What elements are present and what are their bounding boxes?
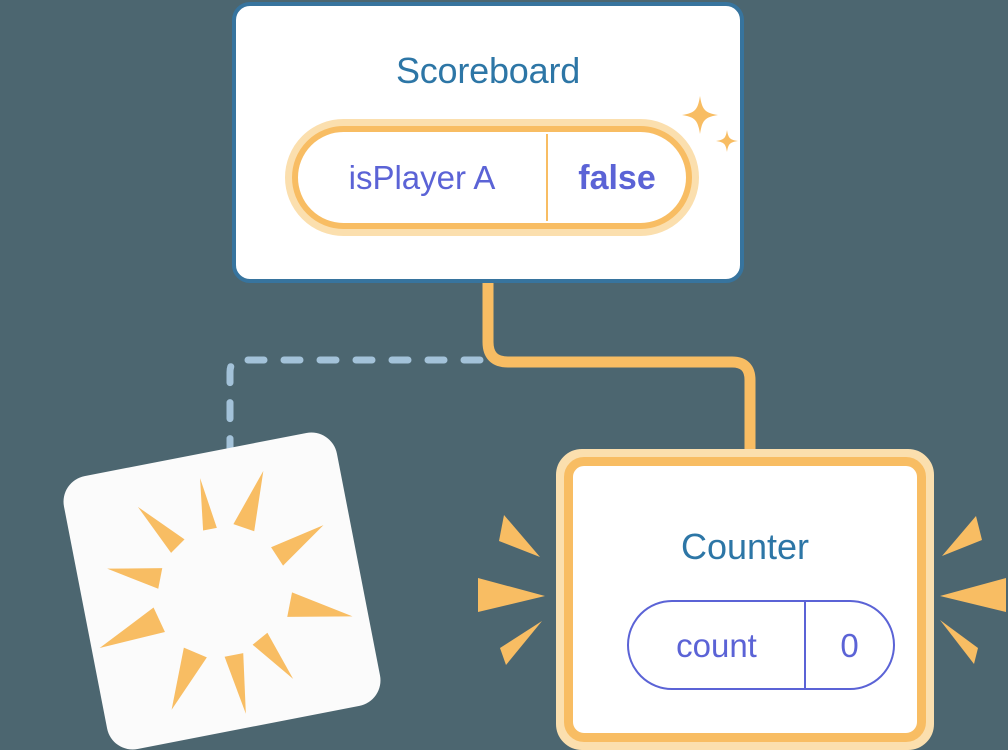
burst-ray-left-upper-icon: [499, 515, 540, 557]
signal-value-label: false: [578, 158, 656, 197]
card-flash-burst[interactable]: [59, 428, 385, 750]
burst-ray-ese-icon: [287, 592, 353, 617]
burst-ray-left-middle-icon: [478, 578, 545, 612]
card-scoreboard[interactable]: Scoreboard isPlayer A false: [232, 2, 744, 283]
burst-ray-left-lower-icon: [500, 621, 542, 665]
signal-key-label: isPlayer A: [348, 159, 496, 196]
burst-ray-wnw-icon: [107, 568, 163, 589]
burst-ray-nnw-icon: [137, 506, 185, 553]
signal-pill-glow-ring: [285, 119, 699, 236]
sparkle-star-small-icon: [716, 130, 738, 152]
signal-pill-count[interactable]: count 0: [627, 600, 895, 690]
card-counter[interactable]: Counter count 0: [556, 449, 934, 750]
burst-ray-s-icon: [224, 653, 246, 714]
burst-ray-ene-icon: [271, 525, 324, 566]
burst-ray-n-icon: [200, 478, 217, 531]
burst-ray-right-upper-icon: [942, 516, 982, 556]
signal-pill-divider: [804, 602, 806, 688]
card-counter-body: Counter count 0: [564, 457, 926, 742]
sparkle-group: [682, 96, 738, 152]
page-title-counter: Counter: [680, 526, 810, 567]
burst-ray-right-lower-icon: [940, 620, 978, 664]
burst-ray-ssw-icon: [171, 647, 207, 710]
counter-burst-right-group: [940, 516, 1006, 664]
connector-scoreboard-to-counter: [482, 277, 756, 461]
burst-ray-right-middle-icon: [940, 578, 1006, 612]
burst-ray-sse-icon: [252, 632, 294, 679]
counter-burst-left-group: [478, 515, 545, 665]
burst-ray-nne-icon: [233, 470, 264, 532]
signal-key-label: count: [676, 626, 757, 664]
signal-pill-divider: [546, 134, 548, 221]
radial-burst-group: [99, 470, 353, 714]
burst-ray-wsw-icon: [99, 607, 165, 649]
sparkle-star-large-icon: [682, 96, 718, 134]
signal-pill-isplayer-a[interactable]: isPlayer A false: [285, 119, 699, 236]
signal-pill-body: isPlayer A false: [292, 126, 692, 229]
signal-value-label: 0: [840, 626, 859, 664]
page-title-scoreboard: Scoreboard: [395, 50, 581, 91]
